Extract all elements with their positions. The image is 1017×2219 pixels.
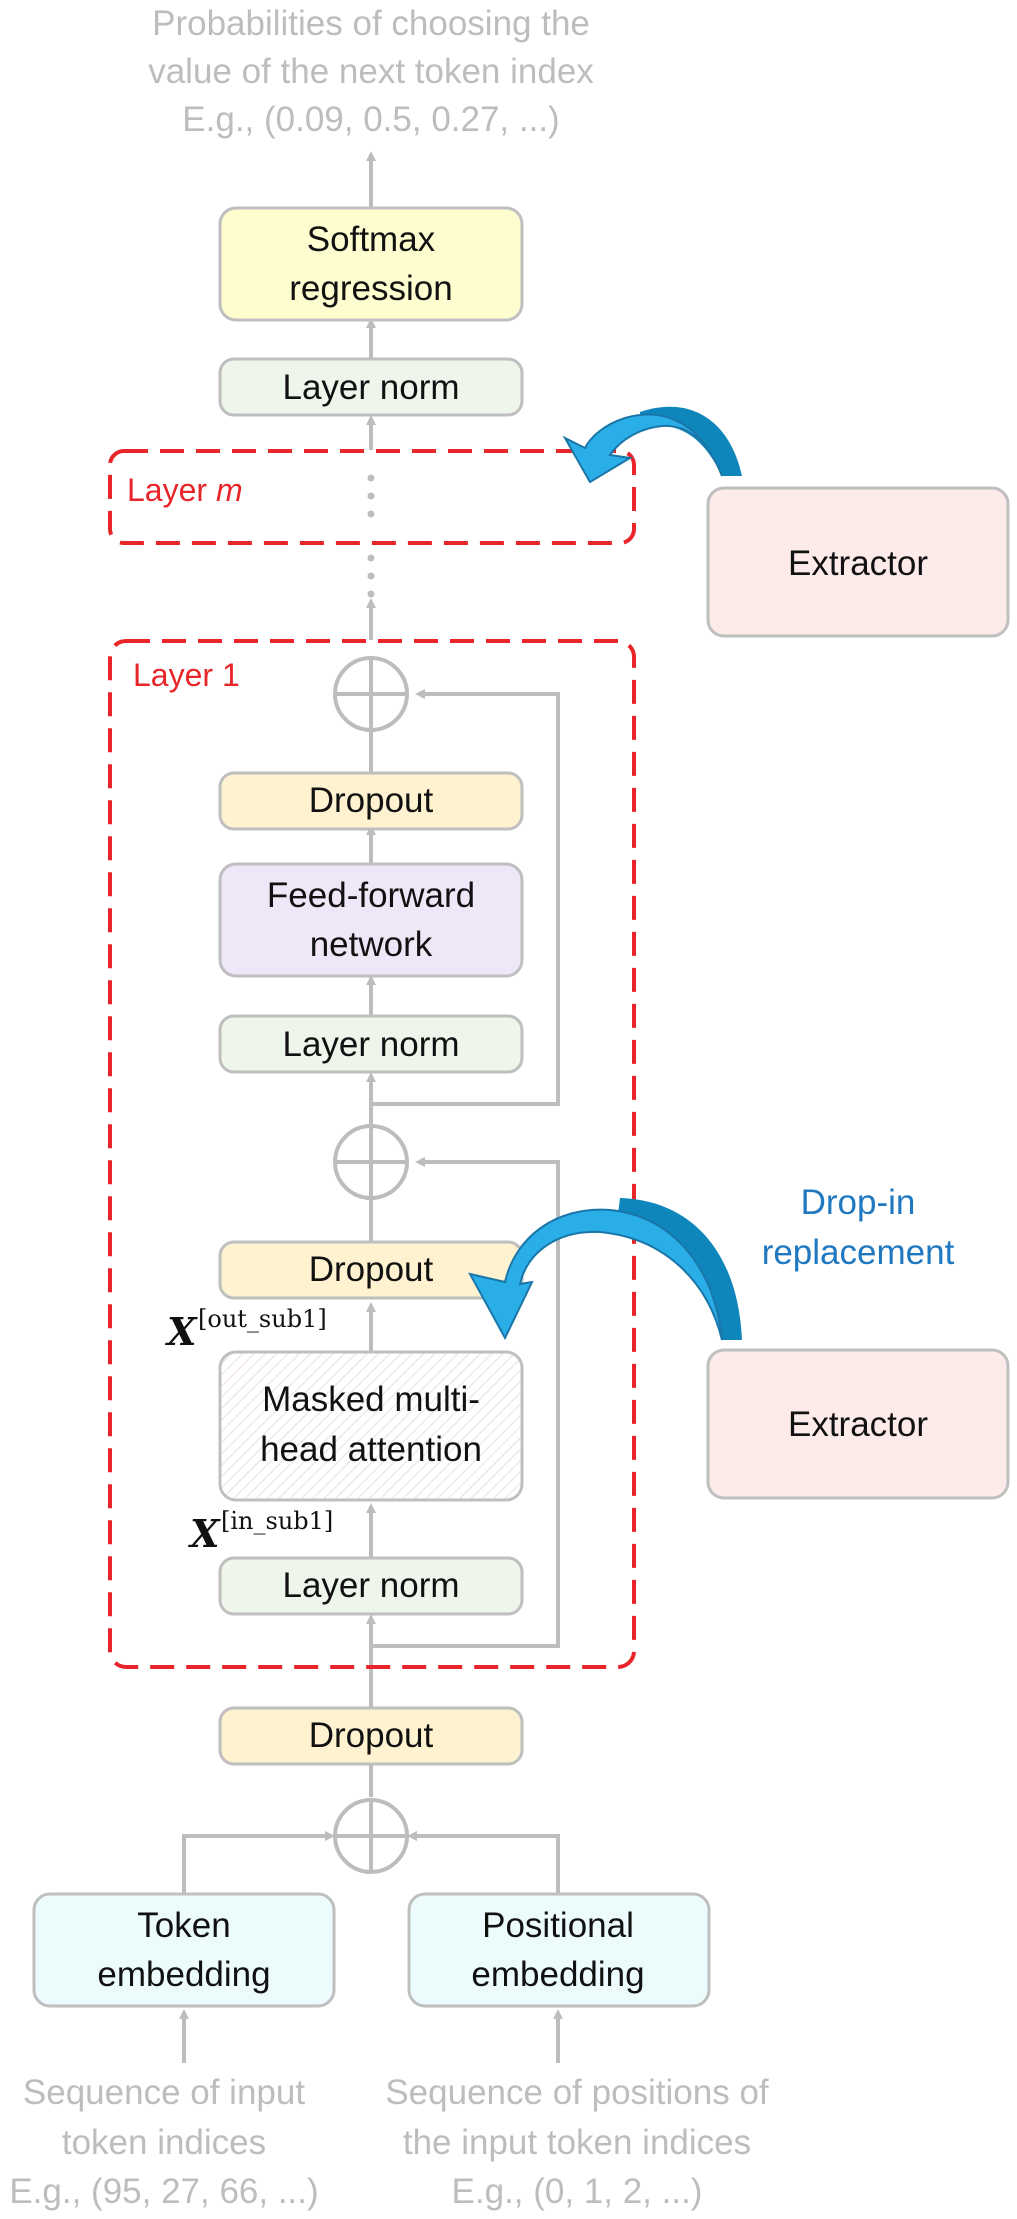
- svg-text:Feed-forward: Feed-forward: [267, 876, 475, 915]
- svg-text:Token: Token: [137, 1906, 230, 1945]
- svg-text:embedding: embedding: [471, 1955, 644, 1994]
- positional-embedding-block: Positional embedding: [407, 1892, 711, 2008]
- add-circle-top: [333, 656, 409, 732]
- input-positions-label: Sequence of positions of the input token…: [385, 2073, 769, 2211]
- svg-text:Softmax: Softmax: [307, 220, 436, 259]
- curved-arrow-bottom: [468, 1198, 742, 1341]
- output-probabilities-label: Probabilities of choosing the value of t…: [148, 4, 594, 139]
- residual-top: [371, 692, 560, 1106]
- softmax-regression-block: Softmax regression: [218, 206, 524, 322]
- svg-text:[in_sub1]: [in_sub1]: [221, 1507, 333, 1535]
- svg-text:regression: regression: [289, 269, 452, 308]
- svg-text:head attention: head attention: [260, 1430, 482, 1469]
- svg-text:Layer norm: Layer norm: [282, 1566, 459, 1605]
- svg-text:E.g., (0.09, 0.5, 0.27, ...): E.g., (0.09, 0.5, 0.27, ...): [182, 100, 559, 139]
- svg-text:value of the next token index: value of the next token index: [148, 52, 594, 91]
- svg-text:Masked multi-: Masked multi-: [262, 1380, 480, 1419]
- dropout-bottom-block: Dropout: [218, 1240, 524, 1300]
- layer-m-label: Layer m: [127, 472, 243, 508]
- input-dropout-block: Dropout: [218, 1706, 524, 1766]
- layer-1-label: Layer 1: [133, 657, 240, 693]
- layer-norm-top-block: Layer norm: [218, 1014, 524, 1074]
- dropout-top-block: Dropout: [218, 771, 524, 831]
- x-in-sub1-label: X [in_sub1]: [188, 1507, 333, 1556]
- dotted-connectors: [367, 474, 375, 598]
- add-circle-bottom: [333, 1124, 409, 1200]
- svg-text:[out_sub1]: [out_sub1]: [198, 1305, 327, 1333]
- drop-in-replacement-label: Drop-in replacement: [762, 1183, 955, 1272]
- svg-text:E.g., (0, 1, 2, ...): E.g., (0, 1, 2, ...): [452, 2172, 703, 2211]
- svg-text:replacement: replacement: [762, 1233, 955, 1272]
- svg-text:Sequence of input: Sequence of input: [23, 2073, 305, 2112]
- svg-text:X: X: [165, 1309, 198, 1354]
- token-embedding-block: Token embedding: [32, 1892, 336, 2008]
- x-out-sub1-label: X [out_sub1]: [165, 1305, 327, 1354]
- layer-norm-bottom-block: Layer norm: [218, 1556, 524, 1616]
- svg-text:Drop-in: Drop-in: [801, 1183, 916, 1222]
- curved-arrow-top: [562, 406, 742, 484]
- connectors: [179, 151, 563, 2063]
- svg-text:network: network: [310, 925, 433, 964]
- residual-bottom: [371, 1160, 560, 1648]
- token-to-add: [182, 1834, 320, 1893]
- svg-text:token indices: token indices: [62, 2123, 266, 2162]
- svg-text:X: X: [188, 1511, 221, 1556]
- extractor-top-block: Extractor: [706, 486, 1010, 638]
- masked-attention-block: Masked multi- head attention: [218, 1350, 524, 1502]
- svg-text:Dropout: Dropout: [309, 1250, 434, 1289]
- svg-text:Dropout: Dropout: [309, 1716, 434, 1755]
- svg-text:Layer norm: Layer norm: [282, 368, 459, 407]
- svg-text:embedding: embedding: [97, 1955, 270, 1994]
- svg-text:Extractor: Extractor: [788, 544, 928, 583]
- svg-text:Positional: Positional: [482, 1906, 634, 1945]
- layer-m-container: Layer m: [108, 449, 636, 545]
- input-tokens-label: Sequence of input token indices E.g., (9…: [9, 2073, 318, 2211]
- svg-text:the input token indices: the input token indices: [403, 2123, 751, 2162]
- svg-text:E.g., (95, 27, 66, ...): E.g., (95, 27, 66, ...): [9, 2172, 318, 2211]
- extractor-bottom-block: Extractor: [706, 1348, 1010, 1500]
- svg-text:Sequence of positions of: Sequence of positions of: [385, 2073, 769, 2112]
- layer-1-container: Layer 1: [108, 639, 636, 1669]
- feed-forward-block: Feed-forward network: [218, 862, 524, 978]
- svg-text:Layer norm: Layer norm: [282, 1025, 459, 1064]
- final-layer-norm-block: Layer norm: [218, 357, 524, 417]
- svg-text:Dropout: Dropout: [309, 781, 434, 820]
- positional-to-add: [422, 1834, 560, 1893]
- add-circle-input: [333, 1798, 409, 1874]
- svg-text:Probabilities of choosing the: Probabilities of choosing the: [152, 4, 590, 43]
- svg-text:Extractor: Extractor: [788, 1405, 928, 1444]
